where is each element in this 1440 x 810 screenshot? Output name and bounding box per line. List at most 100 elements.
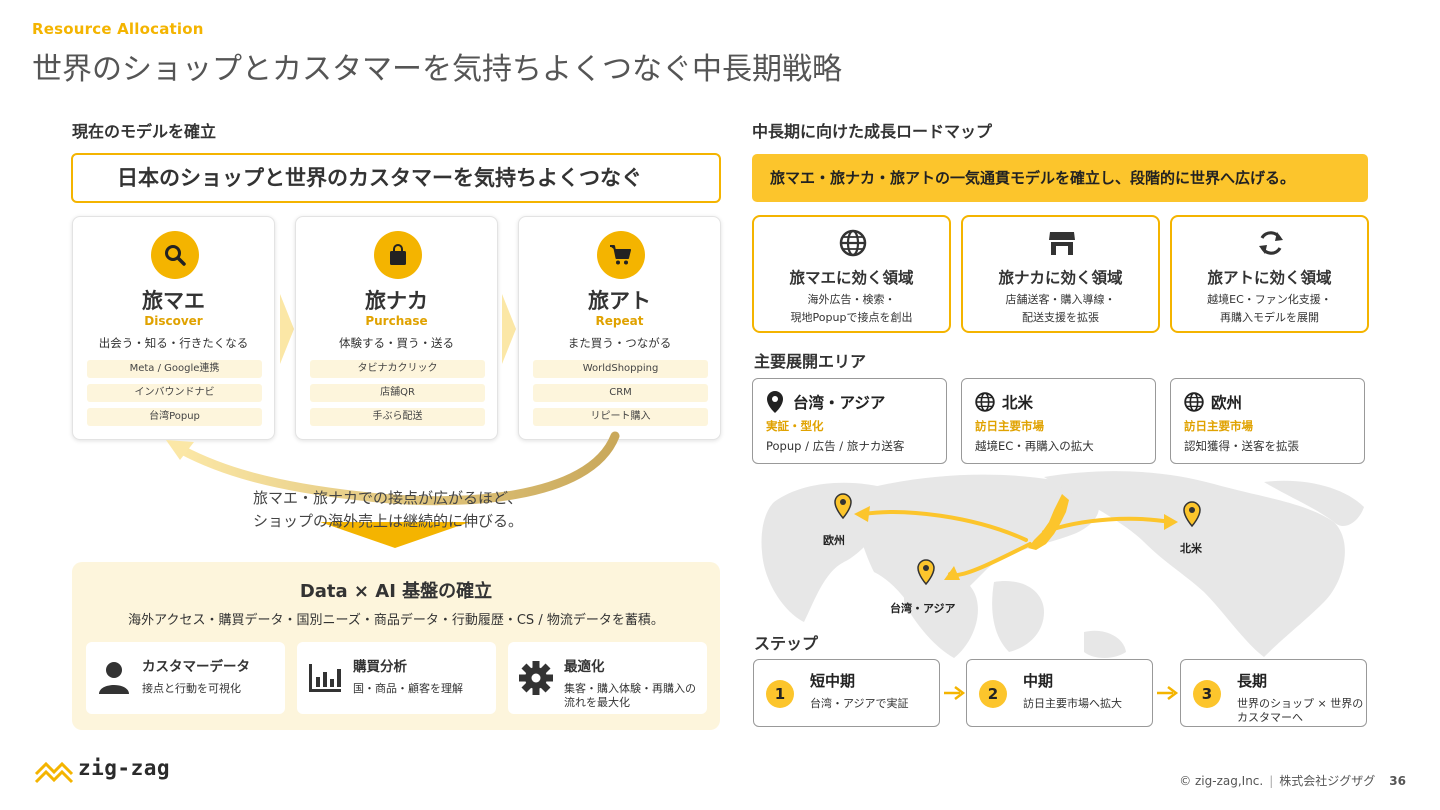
- loop-caption-line: 旅マエ・旅ナカでの接点が広がるほど、: [253, 489, 523, 507]
- data-card-title: 最適化: [564, 659, 605, 675]
- phase-name: 旅ナカ: [365, 289, 428, 313]
- region-name: 台湾・アジア: [793, 394, 886, 412]
- region-tag: 実証・型化: [766, 419, 824, 433]
- map-label-asia: 台湾・アジア: [890, 602, 956, 615]
- phase-item: 店舗QR: [310, 384, 485, 402]
- phase-item: CRM: [533, 384, 708, 402]
- focus-card-title: 旅マエに効く領域: [789, 269, 914, 287]
- roadmap-heading: 中長期に向けた成長ロードマップ: [752, 122, 993, 141]
- loop-arrow-icon: [166, 431, 620, 548]
- cart-icon: [597, 231, 645, 279]
- chevron-right-icon: [280, 294, 294, 364]
- company-name: 株式会社ジグザグ: [1279, 774, 1376, 788]
- search-icon: [151, 231, 199, 279]
- focus-card-title: 旅ナカに効く領域: [998, 269, 1123, 287]
- zigzag-logo-icon: [34, 761, 74, 784]
- page-number: 36: [1389, 774, 1406, 788]
- data-card-desc: 接点と行動を可視化: [142, 682, 241, 695]
- focus-card-line: 海外広告・検索・: [807, 293, 896, 306]
- focus-card-line: 店舗送客・購入導線・: [1005, 293, 1116, 306]
- data-card-desc: 国・商品・顧客を理解: [353, 682, 463, 695]
- loop-caption-line: ショップの海外売上は継続的に伸びる。: [253, 512, 524, 530]
- globe-icon: [839, 229, 867, 257]
- gear-icon: [519, 661, 553, 695]
- data-card-optimization: 最適化 集客・購入体験・再購入の流れを最大化: [508, 642, 707, 714]
- focus-card-after-travel: 旅アトに効く領域 越境EC・ファン化支援・ 再購入モデルを展開: [1170, 215, 1369, 333]
- location-pin-icon: [1183, 501, 1201, 528]
- phase-card-discover: 旅マエ Discover 出会う・知る・行きたくなる Meta / Google…: [72, 216, 275, 440]
- phase-description: 体験する・買う・送る: [339, 336, 454, 350]
- focus-card-line: 現地Popupで接点を創出: [790, 311, 913, 324]
- location-pin-icon: [917, 559, 935, 586]
- step-title: 中期: [1023, 672, 1054, 690]
- data-card-title: 購買分析: [353, 659, 407, 675]
- data-card-title: カスタマーデータ: [142, 659, 250, 675]
- region-name: 欧州: [1211, 394, 1243, 412]
- step-card-3: 3 長期 世界のショップ × 世界のカスタマーへ: [1180, 659, 1367, 727]
- arrow-right-icon: [1157, 686, 1179, 700]
- data-ai-foundation: Data × AI 基盤の確立 海外アクセス・購買データ・国別ニーズ・商品データ…: [72, 562, 720, 730]
- region-name: 北米: [1002, 394, 1034, 412]
- region-tag: 訪日主要市場: [1184, 419, 1253, 433]
- phase-subtitle: Discover: [144, 314, 203, 328]
- eyebrow-label: Resource Allocation: [32, 20, 204, 38]
- phase-item: タビナカクリック: [310, 360, 485, 378]
- focus-card-line: 再購入モデルを展開: [1220, 311, 1319, 324]
- step-title: 長期: [1237, 672, 1268, 690]
- phase-card-purchase: 旅ナカ Purchase 体験する・買う・送る タビナカクリック 店舗QR 手ぶ…: [295, 216, 498, 440]
- focus-card-line: 配送支援を拡張: [1022, 311, 1099, 324]
- phase-description: 出会う・知る・行きたくなる: [98, 336, 249, 350]
- steps-heading: ステップ: [754, 634, 819, 653]
- arrow-to-europe: [862, 510, 1028, 542]
- focus-card-desc: 店舗送客・購入導線・ 配送支援を拡張: [963, 291, 1158, 327]
- phase-card-repeat: 旅アト Repeat また買う・つながる WorldShopping CRM リ…: [518, 216, 721, 440]
- arrowhead-europe: [854, 506, 870, 522]
- focus-card-desc: 海外広告・検索・ 現地Popupで接点を創出: [754, 291, 949, 327]
- region-desc: 認知獲得・送客を拡張: [1184, 439, 1299, 453]
- copyright: © zig-zag,Inc.: [1179, 774, 1264, 788]
- region-card-north-america: 北米 訪日主要市場 越境EC・再購入の拡大: [961, 378, 1156, 464]
- roadmap-banner: 旅マエ・旅ナカ・旅アトの一気通貫モデルを確立し、段階的に世界へ広げる。: [752, 154, 1368, 202]
- region-desc: 越境EC・再購入の拡大: [975, 439, 1094, 453]
- step-card-2: 2 中期 訪日主要市場へ拡大: [966, 659, 1153, 727]
- phase-item: WorldShopping: [533, 360, 708, 378]
- step-number: 2: [979, 680, 1007, 708]
- world-map: [761, 471, 1364, 658]
- chevron-right-icon: [502, 294, 516, 364]
- data-card-purchase-analysis: 購買分析 国・商品・顧客を理解: [297, 642, 496, 714]
- phase-name: 旅マエ: [142, 289, 205, 313]
- phase-subtitle: Purchase: [365, 314, 428, 328]
- phase-subtitle: Repeat: [595, 314, 644, 328]
- focus-card-line: 越境EC・ファン化支援・: [1207, 293, 1332, 306]
- step-card-1: 1 短中期 台湾・アジアで実証: [753, 659, 940, 727]
- regions-heading: 主要展開エリア: [754, 352, 867, 371]
- globe-icon: [975, 392, 995, 412]
- map-label-north-america: 北米: [1180, 542, 1202, 555]
- current-model-heading: 現在のモデルを確立: [72, 122, 217, 141]
- store-icon: [1049, 232, 1075, 255]
- region-tag: 訪日主要市場: [975, 419, 1044, 433]
- data-ai-title: Data × AI 基盤の確立: [299, 581, 493, 602]
- mission-statement: 日本のショップと世界のカスタマーを気持ちよくつなぐ: [71, 153, 721, 203]
- phase-item: インバウンドナビ: [87, 384, 262, 402]
- arrowhead-north-america: [1164, 514, 1178, 530]
- map-label-europe: 欧州: [823, 534, 845, 547]
- shopping-bag-icon: [374, 231, 422, 279]
- page-title: 世界のショップとカスタマーを気持ちよくつなぐ中長期戦略: [32, 52, 842, 87]
- arrow-right-icon: [944, 686, 966, 700]
- step-number: 1: [766, 680, 794, 708]
- region-desc: Popup / 広告 / 旅ナカ送客: [766, 439, 905, 453]
- step-desc: 訪日主要市場へ拡大: [1023, 697, 1122, 710]
- region-card-asia: 台湾・アジア 実証・型化 Popup / 広告 / 旅ナカ送客: [752, 378, 947, 464]
- step-number: 3: [1193, 680, 1221, 708]
- phase-item: 手ぶら配送: [310, 408, 485, 426]
- data-card-customer: カスタマーデータ 接点と行動を可視化: [86, 642, 285, 714]
- phase-item: リピート購入: [533, 408, 708, 426]
- arrow-to-north-america: [1042, 516, 1172, 534]
- region-card-europe: 欧州 訪日主要市場 認知獲得・送客を拡張: [1170, 378, 1365, 464]
- focus-card-before-travel: 旅マエに効く領域 海外広告・検索・ 現地Popupで接点を創出: [752, 215, 951, 333]
- phase-item: Meta / Google連携: [87, 360, 262, 378]
- logo-wordmark: zig-zag: [78, 756, 171, 780]
- globe-icon: [1184, 392, 1204, 412]
